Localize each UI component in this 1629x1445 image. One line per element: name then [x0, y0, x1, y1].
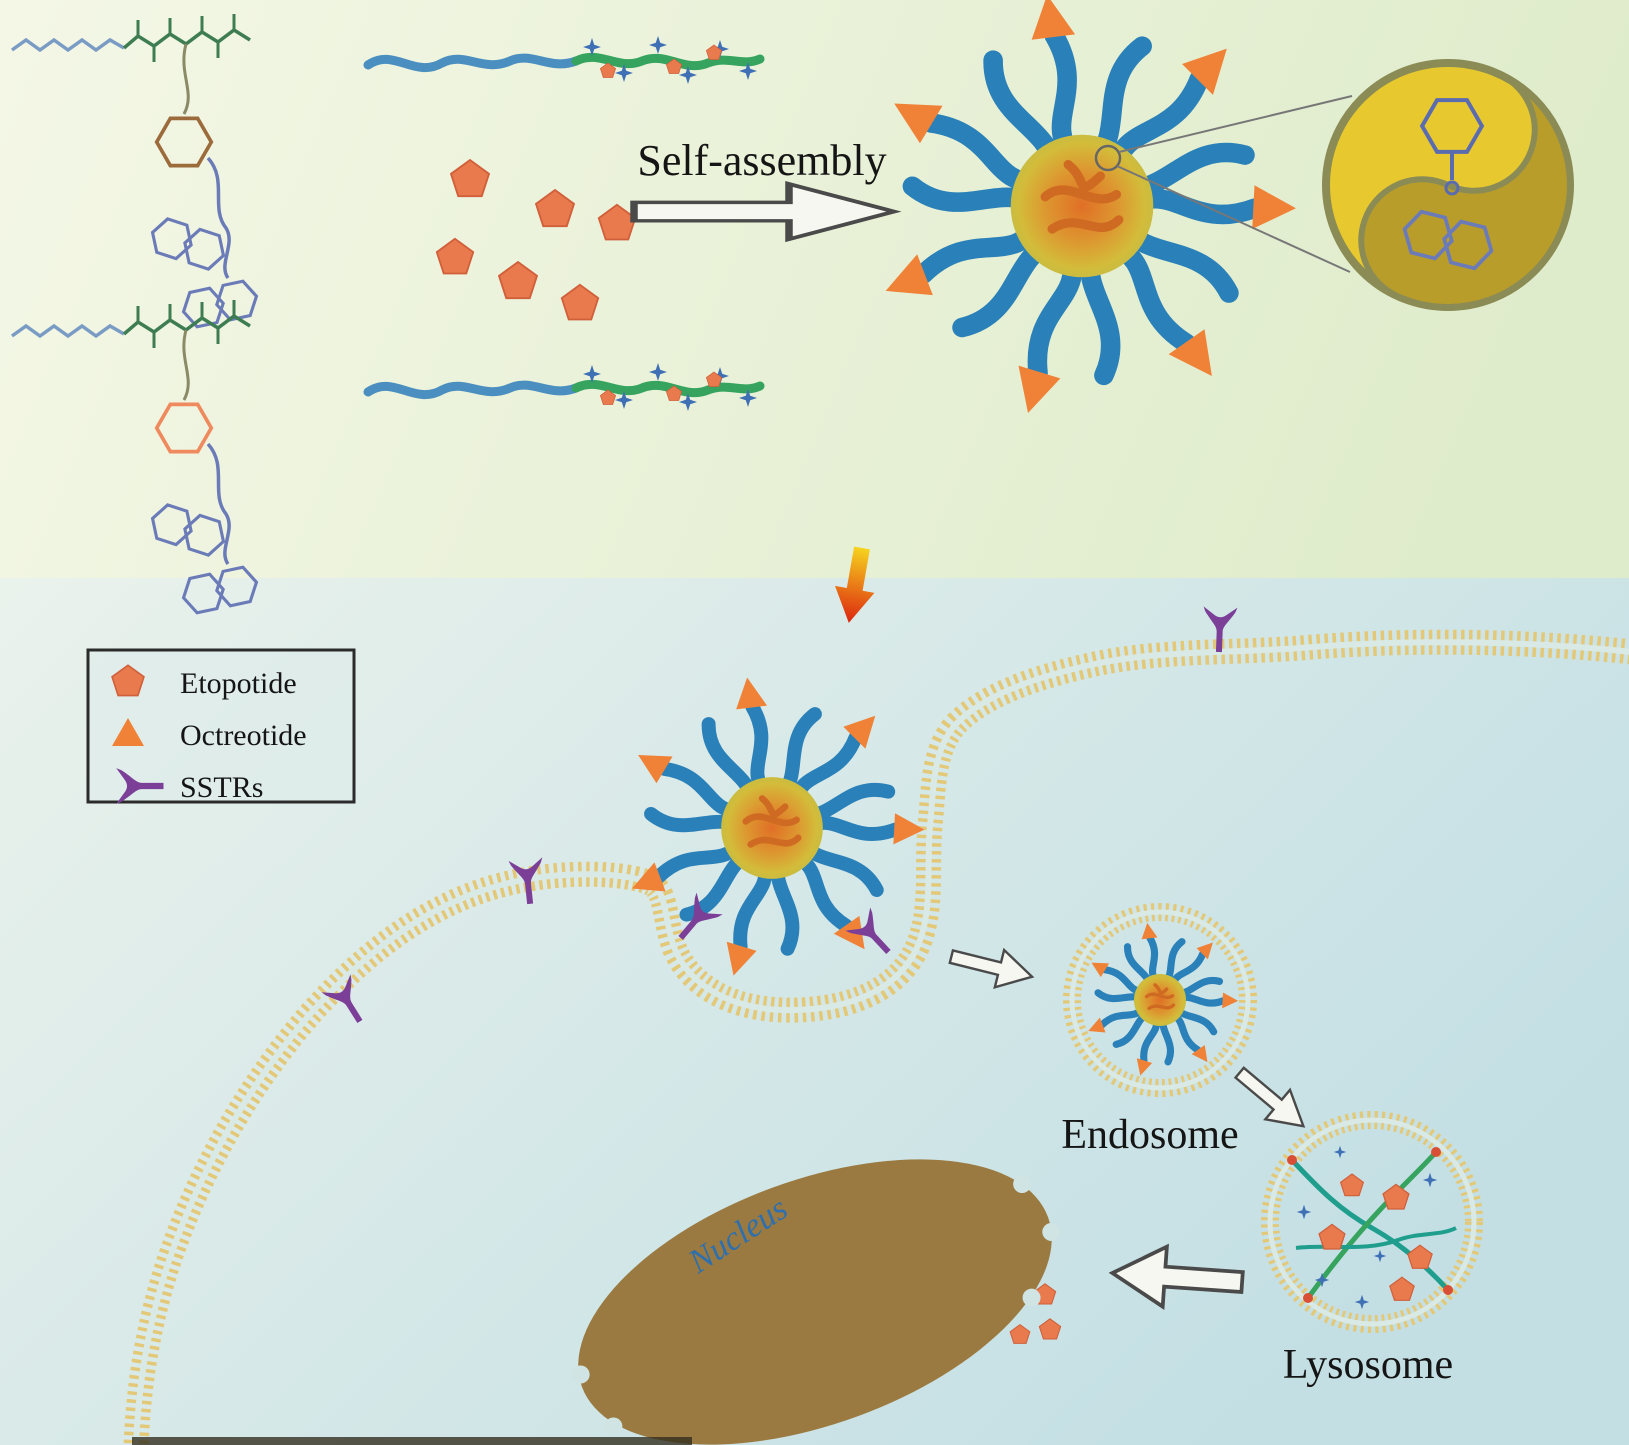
- endosome-vesicle: [1063, 903, 1257, 1097]
- zoom-source-circle: [1094, 144, 1122, 172]
- legend-label-octreotide: Octreotide: [180, 719, 307, 752]
- lysosome-vesicle: [1261, 1111, 1483, 1333]
- lysosome-label: Lysosome: [1283, 1342, 1453, 1388]
- endosome-label: Endosome: [1061, 1112, 1238, 1158]
- cell-membrane: [123, 629, 1629, 1445]
- nucleus: [571, 1159, 1061, 1445]
- legend: Etopotide Octreotide SSTRs: [86, 648, 356, 804]
- figure-bottom-edge: [132, 1437, 692, 1445]
- zoom-inset-core-detail: [1322, 59, 1574, 311]
- octreotide-triangle-icon: [112, 718, 144, 746]
- uptake-gradient-arrow: [835, 546, 875, 623]
- top-section-background: [0, 0, 1629, 580]
- legend-label-etoposide: Etopotide: [180, 667, 297, 700]
- legend-label-sstrs: SSTRs: [180, 771, 263, 804]
- zoom-callout-lines: [1094, 95, 1353, 273]
- lysosome-contents: [1287, 1145, 1457, 1310]
- zoom-inset-chemistry: [1399, 100, 1496, 271]
- self-assembly-label: Self-assembly: [637, 136, 886, 185]
